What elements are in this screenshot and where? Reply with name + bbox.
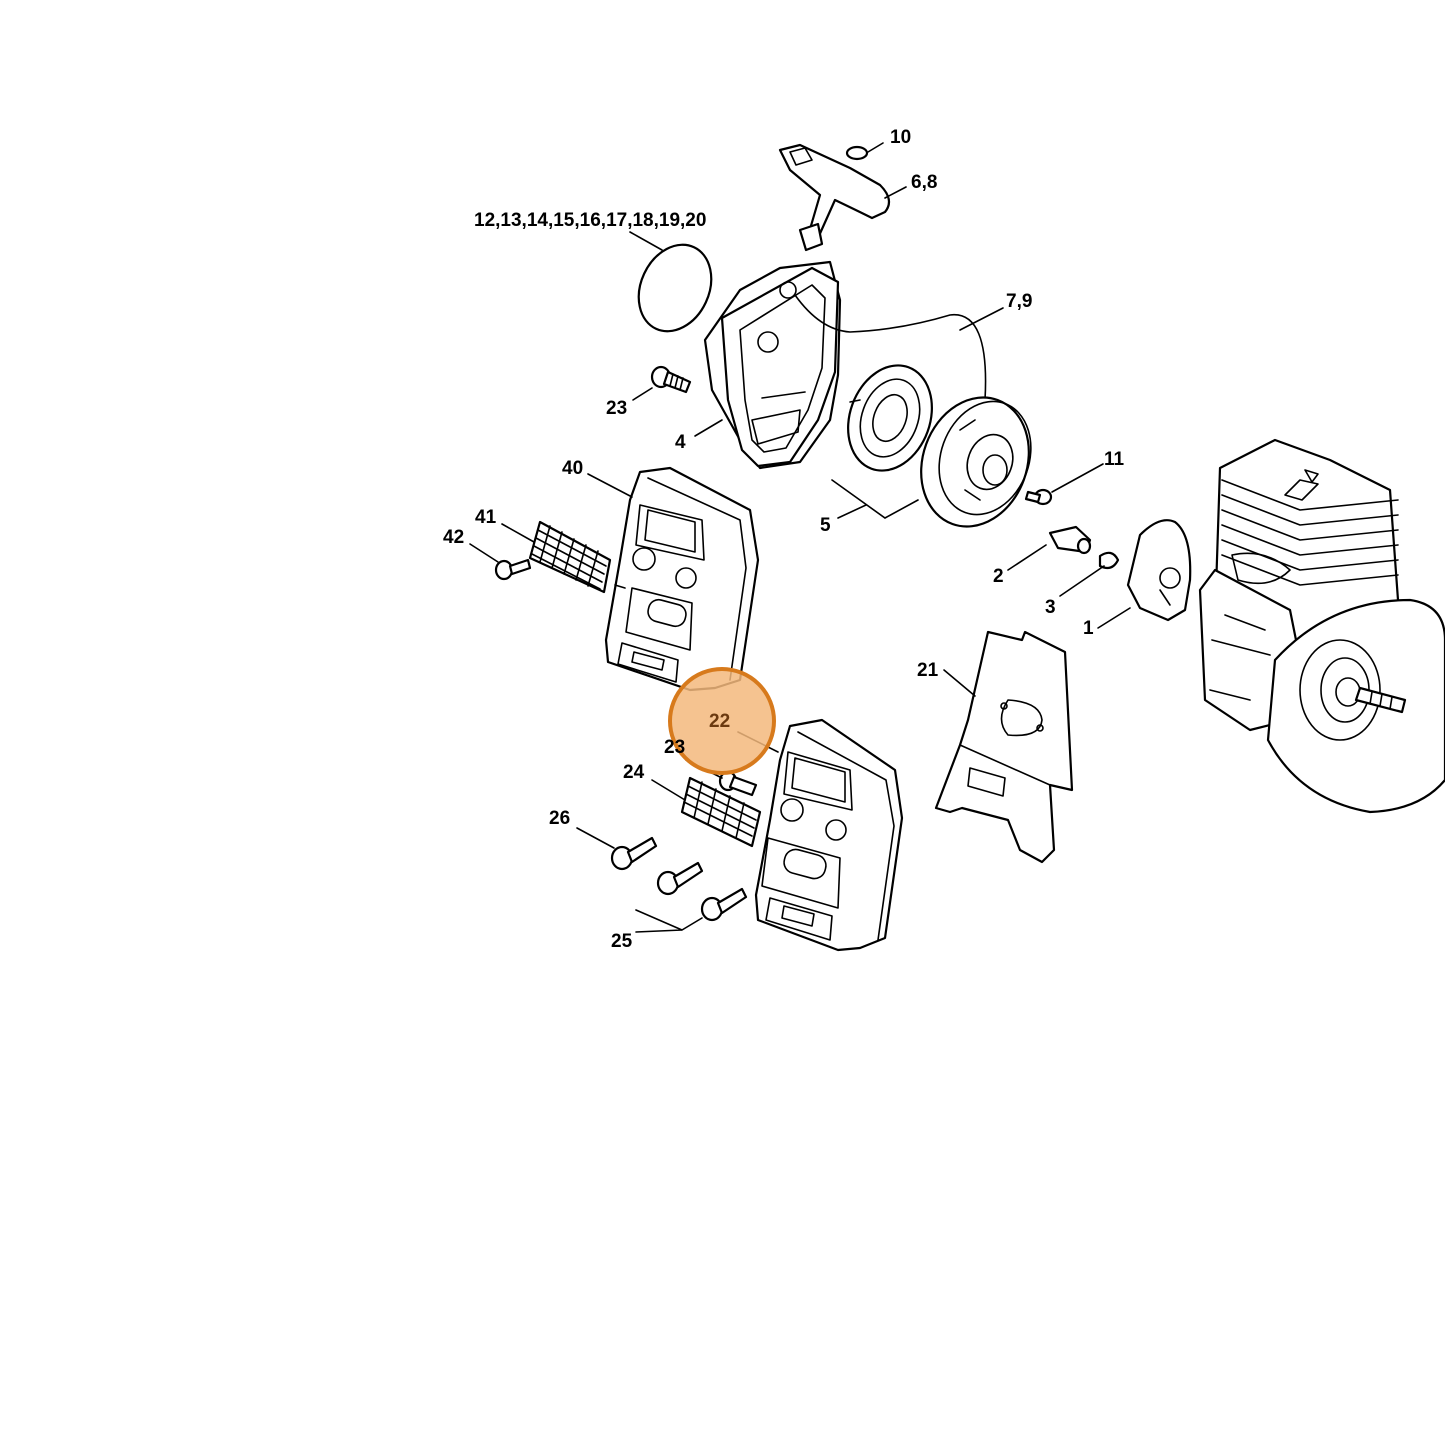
muffler-upper[interactable] — [604, 466, 760, 692]
label-2[interactable]: 2 — [993, 566, 1004, 587]
label-3[interactable]: 3 — [1045, 597, 1056, 618]
label-23-bottom[interactable]: 23 — [664, 737, 685, 758]
label-11[interactable]: 11 — [1104, 449, 1125, 470]
label-10[interactable]: 10 — [890, 127, 911, 148]
label-24[interactable]: 24 — [623, 762, 645, 783]
screw-26[interactable] — [610, 836, 658, 871]
screw-23-bottom[interactable] — [718, 770, 758, 797]
fan-housing[interactable] — [703, 260, 842, 470]
label-40[interactable]: 40 — [562, 458, 583, 479]
spring-3[interactable] — [1098, 551, 1120, 570]
heat-shield-21[interactable] — [934, 630, 1074, 864]
starter-grip[interactable] — [778, 143, 891, 252]
screw-23-top[interactable] — [650, 365, 692, 394]
screw-42[interactable] — [494, 558, 532, 581]
rope-rotor[interactable] — [904, 382, 1047, 542]
fitting-2[interactable] — [1048, 525, 1092, 555]
leader-lines — [469, 142, 1131, 933]
callout-labels: 10 6,8 12,13,14,15,16,17,18,19,20 7,9 23… — [443, 127, 1125, 952]
part-22-highlight[interactable] — [668, 667, 776, 775]
spark-screen-24[interactable] — [680, 776, 762, 848]
screw-11[interactable] — [1024, 488, 1053, 506]
rewind-spring[interactable] — [834, 354, 946, 483]
label-26[interactable]: 26 — [549, 808, 570, 829]
label-42[interactable]: 42 — [443, 527, 464, 548]
label-22[interactable]: 22 — [709, 711, 730, 732]
screw-25b[interactable] — [700, 887, 748, 922]
label-21[interactable]: 21 — [917, 660, 939, 681]
flange-1[interactable] — [1126, 519, 1192, 622]
spark-screen-41[interactable] — [528, 520, 612, 594]
muffler-lower[interactable] — [754, 718, 904, 952]
label-25[interactable]: 25 — [611, 931, 633, 952]
label-4[interactable]: 4 — [675, 432, 686, 453]
grip-insert[interactable] — [845, 145, 869, 161]
label-5[interactable]: 5 — [820, 515, 831, 536]
starter-rope — [794, 294, 987, 401]
label-41[interactable]: 41 — [475, 507, 497, 528]
label-7-9[interactable]: 7,9 — [1006, 291, 1032, 312]
label-23-top[interactable]: 23 — [606, 398, 627, 419]
label-6-8[interactable]: 6,8 — [911, 172, 937, 193]
label-1[interactable]: 1 — [1083, 618, 1094, 639]
ring-washer[interactable] — [625, 233, 725, 343]
engine-crankcase — [1198, 568, 1445, 814]
screw-25a[interactable] — [656, 861, 704, 896]
label-12-20[interactable]: 12,13,14,15,16,17,18,19,20 — [474, 210, 706, 231]
